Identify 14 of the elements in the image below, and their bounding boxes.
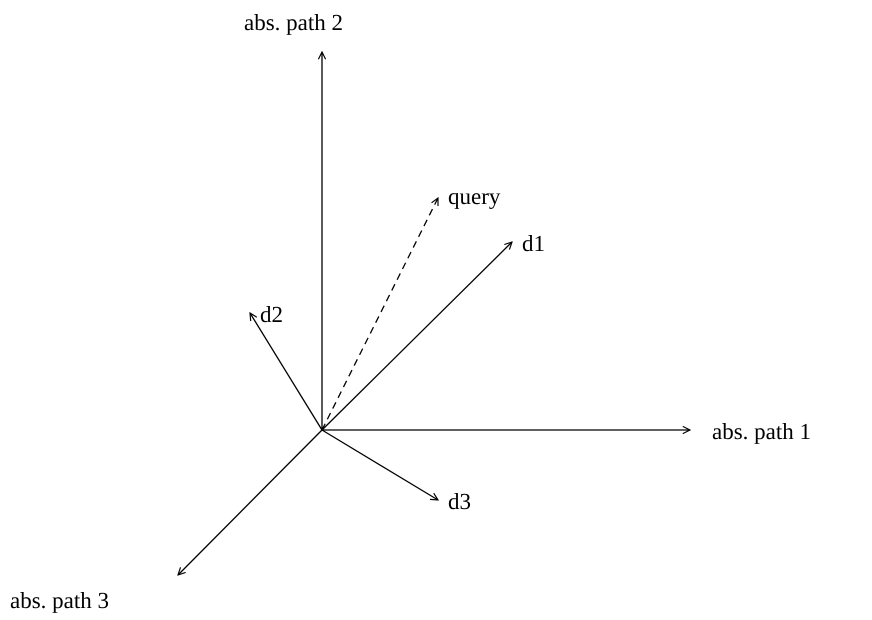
vector-arrow	[249, 312, 323, 430]
vector-label: abs. path 2	[244, 10, 344, 36]
vector-label: abs. path 3	[10, 588, 110, 614]
vector-label: d3	[448, 489, 471, 515]
vector-label: d2	[260, 302, 283, 328]
vector-arrow	[322, 241, 513, 430]
vector-label: abs. path 1	[712, 419, 812, 445]
vector-arrow	[322, 429, 439, 501]
vector-arrow	[321, 197, 439, 430]
vector-arrow	[318, 51, 326, 430]
vector-arrow	[177, 430, 322, 576]
vector-arrow	[322, 426, 691, 434]
vector-label: d1	[522, 231, 545, 257]
vector-label: query	[448, 184, 500, 210]
